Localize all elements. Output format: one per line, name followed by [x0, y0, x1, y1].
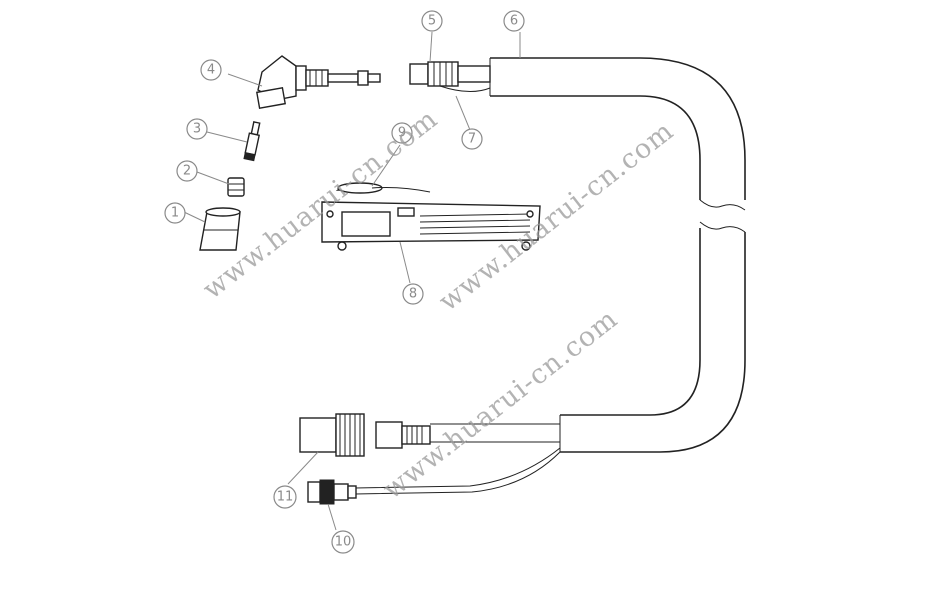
torch-handle: [321, 182, 541, 251]
callout-9-label: 9: [398, 126, 406, 141]
hose-fitting-top: [409, 61, 491, 92]
callout-1-label: 1: [171, 206, 179, 221]
callout-11: 11: [273, 485, 297, 509]
callout-10: 10: [331, 530, 355, 554]
callout-7-label: 7: [468, 132, 476, 147]
callout-8-label: 8: [409, 287, 417, 302]
callout-4: 4: [200, 59, 222, 81]
shield-cup: [199, 207, 241, 251]
callout-6-label: 6: [510, 14, 518, 29]
callout-4-label: 4: [207, 63, 215, 78]
cable-hose: [354, 57, 746, 495]
callout-5: 5: [421, 10, 443, 32]
torch-head: [255, 55, 381, 109]
callout-10-label: 10: [335, 535, 352, 550]
callout-5-label: 5: [428, 14, 436, 29]
power-connector: [299, 413, 431, 457]
swirl-ring: [227, 177, 245, 197]
callout-2-label: 2: [183, 164, 191, 179]
electrode: [243, 121, 261, 162]
callout-3-label: 3: [193, 122, 201, 137]
callout-9: 9: [391, 122, 413, 144]
leader-lines: [183, 31, 521, 531]
callout-3: 3: [186, 118, 208, 140]
callout-8: 8: [402, 283, 424, 305]
control-plug: [307, 479, 357, 505]
watermark-text: www.huarui-cn.com: [377, 303, 624, 505]
callout-2: 2: [176, 160, 198, 182]
callout-1: 1: [164, 202, 186, 224]
callout-6: 6: [503, 10, 525, 32]
callout-7: 7: [461, 128, 483, 150]
callout-11-label: 11: [277, 490, 294, 505]
